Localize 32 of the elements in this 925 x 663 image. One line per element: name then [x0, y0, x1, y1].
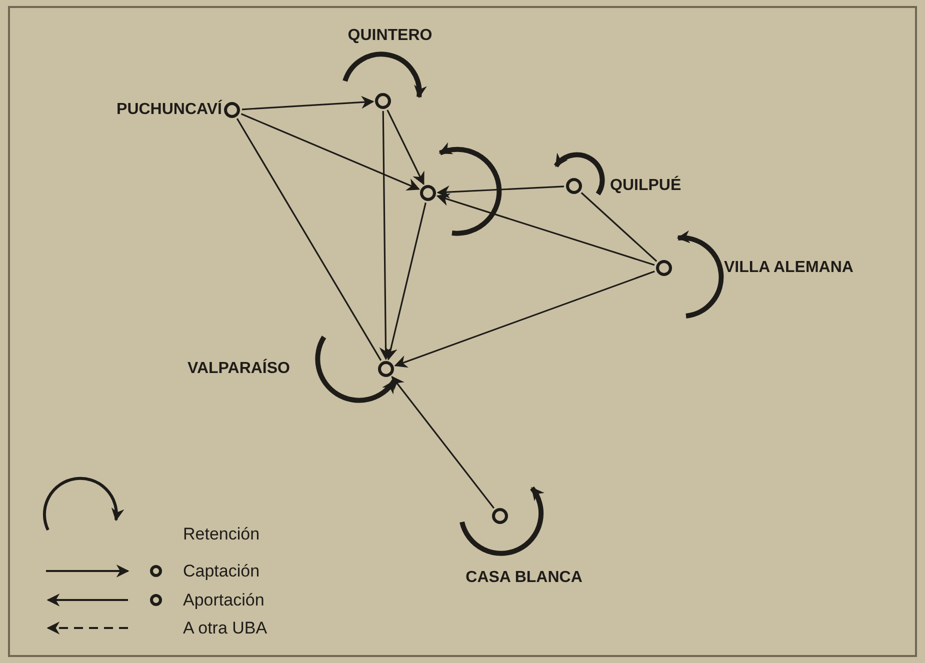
flow-arrow — [391, 376, 494, 509]
retention-arrow — [315, 336, 396, 403]
retention-arrow — [460, 486, 544, 556]
retention-arrow — [342, 52, 426, 98]
retention-arrow — [676, 231, 724, 318]
flow-arrow — [242, 96, 374, 110]
place-label: QUINTERO — [348, 28, 432, 44]
flow-arrow — [436, 185, 564, 198]
place-circle — [375, 93, 391, 109]
flow-arrow — [379, 111, 392, 360]
place-circle — [566, 178, 582, 194]
place-circle — [420, 185, 436, 201]
flow-arrow — [436, 193, 655, 266]
legend-label: Retención — [183, 526, 260, 542]
place-circle — [656, 260, 672, 276]
legend-label: Captación — [183, 562, 260, 580]
legend-label: Aportación — [183, 592, 264, 608]
place-label: VILLA ALEMANA — [724, 260, 854, 276]
retention-arrow — [438, 142, 502, 236]
retention-arrow — [554, 152, 605, 196]
place-label: VALPARAÍSO — [187, 361, 290, 377]
place-circle — [378, 361, 394, 377]
flow-arrow — [386, 110, 424, 186]
place-circle — [492, 508, 508, 524]
place-label: PUCHUNCAVÍ — [116, 102, 222, 118]
flow-arrow — [240, 113, 420, 191]
flow-arrow — [384, 202, 426, 361]
legend-label: A otra UBA — [183, 620, 268, 636]
place-circle — [224, 102, 240, 118]
flow-arrow — [394, 270, 655, 368]
place-label: CASA BLANCA — [466, 570, 582, 586]
place-label: QUILPUÉ — [610, 178, 682, 194]
